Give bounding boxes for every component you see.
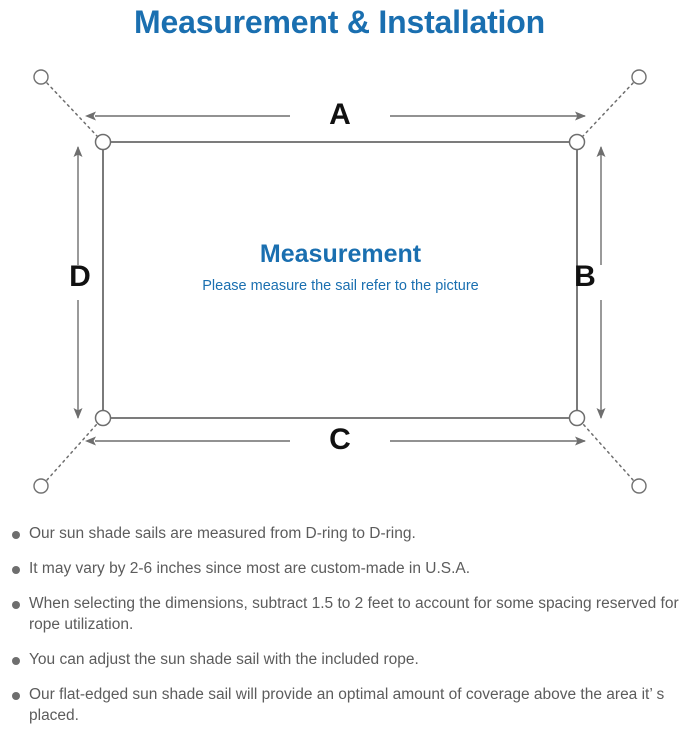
- anchor-point-bottom-left: [33, 478, 49, 494]
- diagram-canvas: [33, 69, 647, 494]
- list-item: Our flat-edged sun shade sail will provi…: [0, 685, 679, 727]
- dimension-label-c: C: [329, 423, 351, 456]
- bullet-icon: [12, 531, 20, 539]
- note-text: It may vary by 2-6 inches since most are…: [29, 559, 471, 577]
- bullet-icon: [12, 565, 20, 574]
- note-text: When selecting the dimensions, subtract …: [29, 594, 679, 633]
- notes-list: Our sun shade sails are measured from D-…: [0, 524, 679, 740]
- d-ring-bottom-left: [94, 409, 112, 427]
- list-item: When selecting the dimensions, subtract …: [0, 594, 679, 636]
- note-text: Our sun shade sails are measured from D-…: [29, 525, 416, 542]
- bullet-icon: [12, 656, 20, 665]
- rope-line-top-right: [582, 82, 634, 137]
- dimension-label-d: D: [69, 260, 91, 293]
- d-ring-top-right: [568, 133, 586, 151]
- rope-line-bottom-right: [582, 423, 634, 481]
- d-ring-top-left: [94, 133, 112, 151]
- sail-rectangle: [102, 141, 578, 419]
- list-item: You can adjust the sun shade sail with t…: [0, 650, 679, 671]
- anchor-point-top-left: [33, 69, 49, 85]
- rope-line-top-left: [46, 82, 98, 137]
- list-item: Our sun shade sails are measured from D-…: [0, 524, 679, 545]
- anchor-point-bottom-right: [631, 478, 647, 494]
- bullet-icon: [12, 600, 20, 609]
- anchor-point-top-right: [631, 69, 647, 85]
- dimension-label-a: A: [329, 98, 351, 131]
- d-ring-bottom-right: [568, 409, 586, 427]
- rope-line-bottom-left: [46, 423, 98, 481]
- bullet-icon: [12, 691, 20, 700]
- list-item: It may vary by 2-6 inches since most are…: [0, 559, 679, 580]
- page-title: Measurement & Installation: [134, 4, 545, 40]
- measurement-diagram: Measurement Please measure the sail refe…: [0, 50, 679, 510]
- dimension-label-b: B: [574, 260, 596, 293]
- note-text: You can adjust the sun shade sail with t…: [29, 650, 419, 668]
- note-text: Our flat-edged sun shade sail will provi…: [29, 685, 665, 724]
